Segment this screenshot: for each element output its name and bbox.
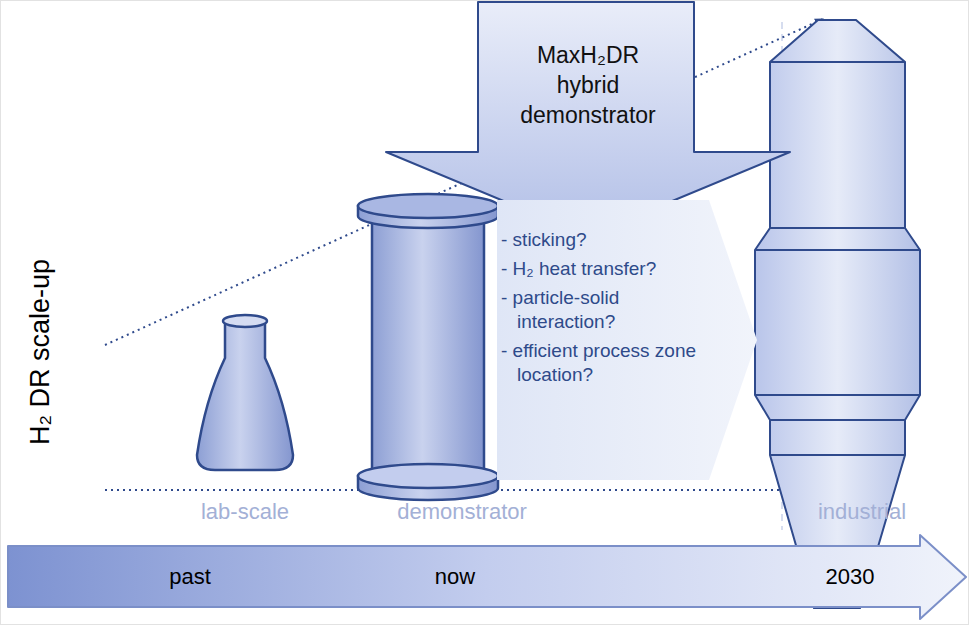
question-list: - sticking? - H₂ heat transfer? - particle… bbox=[501, 228, 706, 392]
question-item: - particle-solid interaction? bbox=[501, 286, 706, 334]
arrow-label: MaxH₂DR hybrid demonstrator bbox=[509, 40, 667, 130]
stage-label: industrial bbox=[818, 499, 906, 525]
question-chevron: - sticking? - H₂ heat transfer? - particle… bbox=[497, 200, 759, 480]
demonstrator-column bbox=[358, 194, 498, 500]
stage-label: lab-scale bbox=[201, 499, 289, 525]
axis-title: H₂ DR scale-up bbox=[25, 259, 56, 445]
question-chevron-shape bbox=[497, 200, 757, 480]
question-item: - sticking? bbox=[501, 228, 706, 252]
question-item: - efficient process zone location? bbox=[501, 339, 706, 387]
timeline-arrow: past now 2030 bbox=[0, 530, 971, 627]
timeline-arrow-shape bbox=[8, 535, 966, 619]
timeline-arrow-outline bbox=[0, 530, 971, 627]
timeline-label: 2030 bbox=[826, 564, 875, 590]
stage-label: demonstrator bbox=[397, 499, 527, 525]
industrial-reactor bbox=[755, 20, 920, 608]
timeline-label: past bbox=[169, 564, 211, 590]
question-item: - H₂ heat transfer? bbox=[501, 257, 706, 281]
timeline-label: now bbox=[435, 564, 475, 590]
lab-flask bbox=[197, 315, 293, 470]
